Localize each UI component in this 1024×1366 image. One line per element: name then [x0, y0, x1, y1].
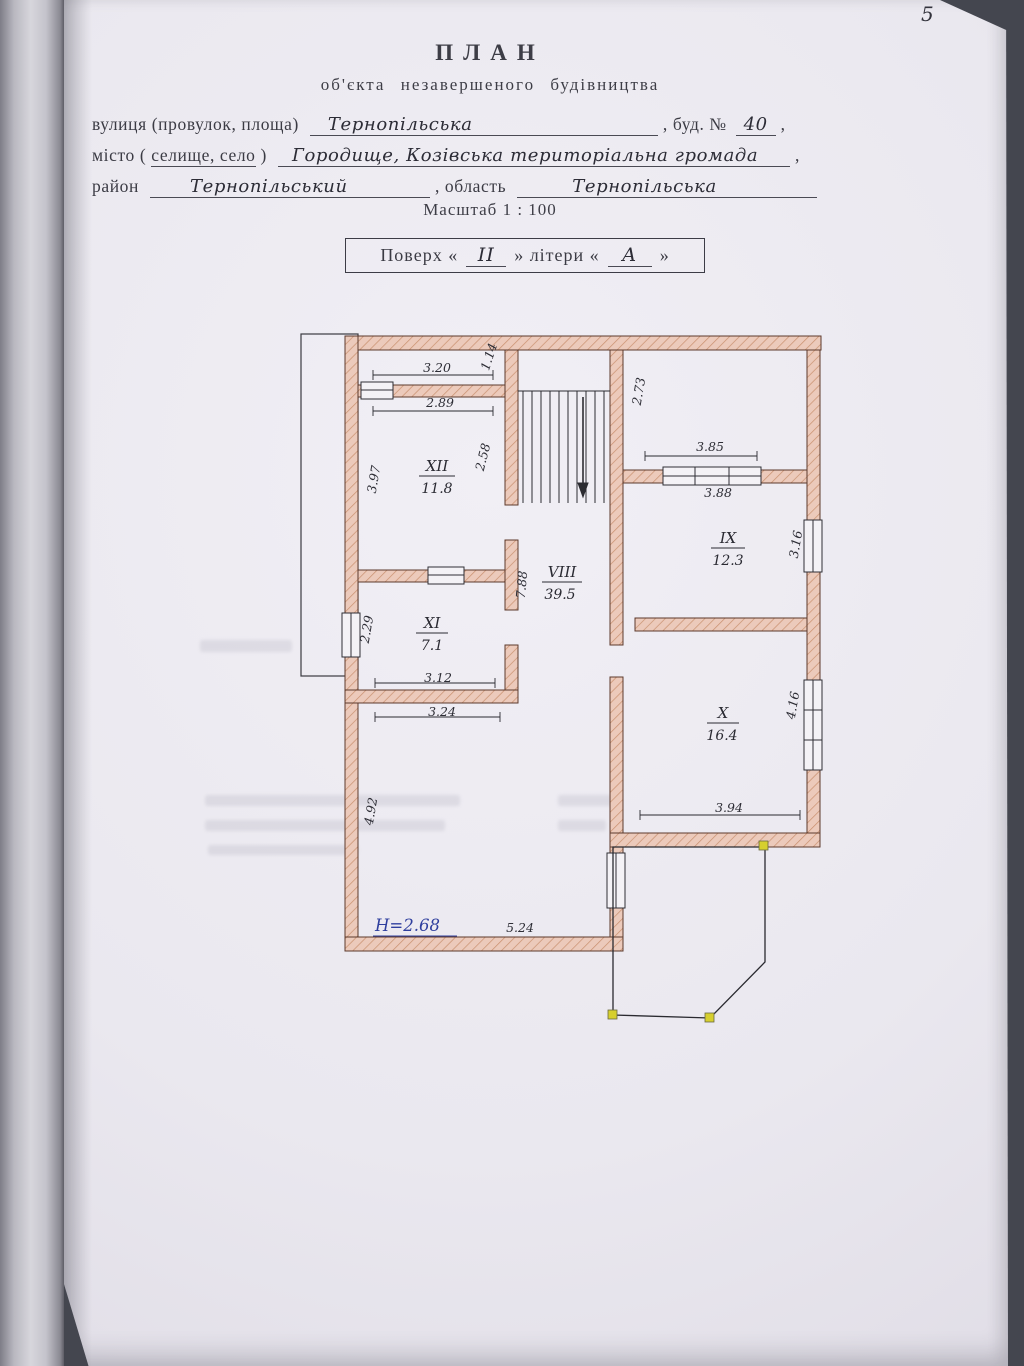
city-label-pre: місто ( — [92, 145, 147, 165]
letters-label: » літери « — [514, 245, 600, 265]
stairs — [518, 390, 610, 503]
city-label-post: ) — [260, 145, 267, 165]
floor-plan: XII 11.8 XI 7.1 VIII 39.5 ІХ 12.3 X 16.4… — [300, 333, 823, 1023]
terrace-outline — [612, 846, 766, 1019]
district-label: район — [92, 176, 139, 196]
window-symbols — [341, 381, 823, 909]
dim-2-29: 2.29 — [357, 614, 377, 645]
page-number: 5 — [921, 2, 934, 26]
dim-3-12: 3.12 — [424, 670, 452, 685]
dim-3-20: 3.20 — [423, 360, 451, 375]
dim-3-85: 3.85 — [696, 439, 724, 454]
dim-3-24: 3.24 — [428, 704, 456, 719]
doc-subtitle: об'єкта незавершеного будівництва — [320, 75, 660, 94]
close-quote: » — [659, 245, 670, 265]
room-id-xii: XII — [425, 457, 450, 475]
region-label: , область — [434, 176, 507, 196]
room-id-x: X — [717, 704, 730, 722]
height-note: Н=2.68 — [374, 916, 440, 935]
wall-right — [806, 349, 821, 848]
scale-line: Масштаб 1 : 100 — [423, 200, 557, 219]
dim-2-89: 2.89 — [425, 395, 454, 410]
room-id-viii: VIII — [548, 563, 578, 581]
dim-3-97: 3.97 — [364, 464, 384, 494]
floor-letter-box: Поверх « ІІ » літери « А » — [345, 238, 705, 273]
bleed-through-smudge — [208, 845, 358, 855]
building-value: 40 — [735, 114, 776, 136]
dim-5-24: 5.24 — [506, 920, 534, 935]
terrace-markers — [607, 840, 769, 1023]
page-stack-edge — [0, 0, 64, 1366]
district-value: Тернопільський — [149, 176, 430, 198]
wall-top — [344, 335, 822, 351]
wall-center-right-a — [609, 349, 624, 646]
bleed-through-smudge — [205, 795, 460, 806]
city-label-underlined: селище, село — [151, 145, 256, 167]
wall-bottom-right — [609, 832, 821, 848]
room-area-xii: 11.8 — [421, 481, 452, 497]
building-label: , буд. № — [662, 114, 727, 134]
dim-3-16: 3.16 — [786, 529, 806, 559]
room-area-x: 16.4 — [706, 728, 737, 744]
street-value: Тернопільська — [309, 114, 658, 136]
room-area-viii: 39.5 — [544, 587, 575, 603]
bleed-through-smudge — [200, 640, 292, 652]
bleed-through-smudge — [558, 820, 606, 831]
form-line-street: вулиця (провулок, площа) Тернопільська ,… — [92, 114, 786, 136]
wall-xii-top — [357, 384, 506, 398]
dim-2-73: 2.73 — [629, 376, 649, 407]
street-label: вулиця (провулок, площа) — [92, 114, 299, 134]
doc-header: ПЛАН об'єкта незавершеного будівництва — [90, 40, 890, 95]
floor-value: ІІ — [466, 244, 507, 267]
wall-xi-bottom — [344, 689, 519, 704]
room-area-xi: 7.1 — [421, 638, 443, 654]
dim-3-94: 3.94 — [715, 800, 743, 815]
dim-7-88: 7.88 — [513, 570, 530, 599]
region-value: Тернопільська — [517, 176, 818, 198]
floor-label: Поверх « — [380, 245, 459, 265]
city-line-comma: , — [794, 145, 800, 165]
street-line-comma: , — [780, 114, 786, 134]
paper — [64, 0, 1008, 1366]
room-labels: XII 11.8 XI 7.1 VIII 39.5 ІХ 12.3 X 16.4 — [416, 457, 745, 744]
paper-crease — [64, 0, 92, 1366]
bleed-through-smudge — [558, 795, 613, 806]
marker-yellow — [704, 1012, 715, 1023]
dim-4-16: 4.16 — [783, 690, 803, 721]
walls — [344, 335, 822, 952]
room-id-xi: XI — [423, 614, 442, 632]
form-line-district: район Тернопільський , область Тернопіль… — [92, 176, 818, 198]
bleed-through-smudge — [205, 820, 445, 831]
dim-3-88: 3.88 — [704, 485, 732, 500]
marker-yellow — [607, 1009, 618, 1020]
letters-value: А — [607, 244, 652, 267]
dim-2-58: 2.58 — [472, 442, 494, 474]
wall-ix-x — [634, 617, 808, 632]
city-value: Городище, Козівська територіальна громад… — [277, 145, 790, 167]
wall-center-left-a — [504, 349, 519, 506]
room-id-ix: ІХ — [719, 529, 738, 547]
dim-4-92: 4.92 — [361, 796, 381, 827]
dimension-labels: 3.20 2.89 1.14 2.73 3.85 3.88 2.58 3.97 … — [357, 341, 806, 935]
marker-yellow — [758, 840, 769, 851]
dimension-lines — [372, 370, 801, 820]
doc-title: ПЛАН — [435, 40, 545, 65]
wall-bottom-left — [344, 936, 624, 952]
form-line-city: місто ( селище, село ) Городище, Козівсь… — [92, 145, 800, 167]
room-area-ix: 12.3 — [712, 553, 743, 569]
